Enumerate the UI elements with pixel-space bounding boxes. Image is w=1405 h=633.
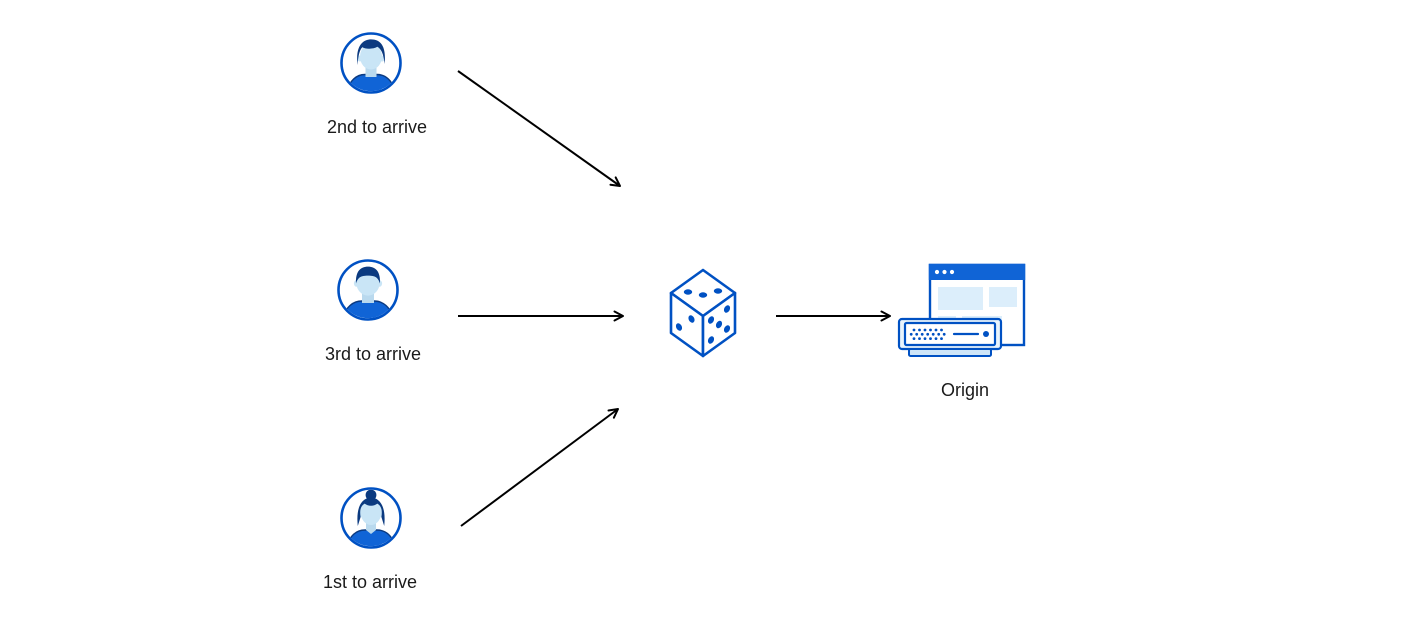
node-visitor-second: 2nd to arrive [327, 31, 427, 137]
male-short-hair-avatar-icon [337, 259, 399, 321]
node-randomizer [668, 267, 738, 364]
node-origin: Origin [897, 263, 1027, 400]
origin-server-icon [897, 263, 1026, 357]
origin-label: Origin [940, 380, 990, 400]
node-visitor-first: 1st to arrive [323, 486, 417, 592]
arrow-second-to-randomizer [457, 70, 621, 187]
node-visitor-third: 3rd to arrive [325, 258, 421, 364]
arrow-first-to-randomizer [460, 408, 619, 527]
visitor-first-label: 1st to arrive [322, 572, 418, 592]
male-avatar-icon [340, 32, 402, 94]
dice-icon [669, 268, 737, 358]
visitor-third-label: 3rd to arrive [324, 344, 422, 364]
female-avatar-icon [340, 487, 402, 549]
visitor-second-label: 2nd to arrive [326, 117, 428, 137]
